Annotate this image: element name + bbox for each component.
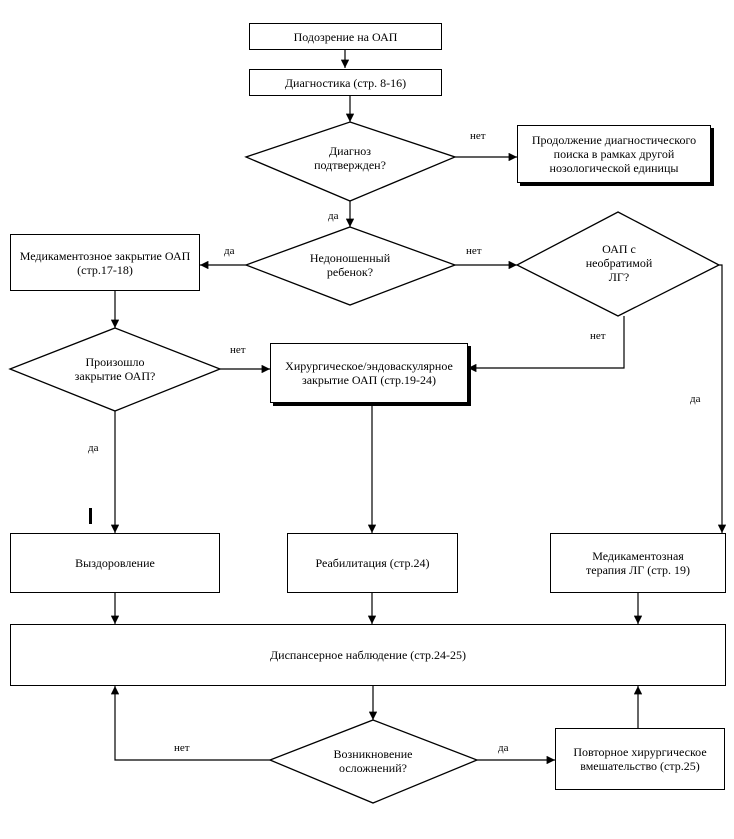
arrow-complications-dispensary — [110, 686, 270, 761]
label-no-closure: нет — [230, 344, 246, 356]
decision-irreversible-text: ОАП с необратимой ЛГ? — [585, 242, 653, 284]
label-yes-confirmed: да — [328, 210, 339, 222]
box-suspicion: Подозрение на ОАП — [249, 23, 442, 50]
box-surgical: Хирургическое/эндоваскулярное закрытие О… — [270, 343, 468, 403]
box-med-closure: Медикаментозное закрытие ОАП (стр.17-18) — [10, 234, 200, 291]
decision-confirmed-text: Диагноз подтвержден? — [314, 144, 386, 172]
label-no-premature: нет — [466, 245, 482, 257]
label-yes-closure: да — [88, 442, 99, 454]
decision-premature-text: Недоношенный ребенок? — [309, 251, 391, 279]
decision-irreversible-diamond — [515, 211, 721, 317]
arrow-irreversible-surgical — [468, 316, 625, 373]
box-rehab: Реабилитация (стр.24) — [287, 533, 458, 593]
box-repeat-surgery: Повторное хирургическое вмешательство (с… — [555, 728, 725, 790]
box-ph-therapy: Медикаментозная терапия ЛГ (стр. 19) — [550, 533, 726, 593]
box-recovery: Выздоровление — [10, 533, 220, 593]
text-cursor-mark — [89, 508, 92, 524]
decision-closure-text: Произошло закрытие ОАП? — [74, 355, 156, 383]
label-yes-complications: да — [498, 742, 509, 754]
decision-premature-diamond — [244, 226, 457, 306]
arrow-irreversible-phtherapy — [717, 264, 727, 533]
decision-complications-diamond — [268, 719, 479, 804]
label-yes-irreversible: да — [690, 393, 701, 405]
label-no-complications: нет — [174, 742, 190, 754]
label-no-irreversible: нет — [590, 330, 606, 342]
label-yes-premature: да — [224, 245, 235, 257]
decision-complications-text: Возникновение осложнений? — [333, 747, 413, 775]
label-no-confirmed: нет — [470, 130, 486, 142]
box-other-search: Продолжение диагностического поиска в ра… — [517, 125, 711, 183]
box-dispensary: Диспансерное наблюдение (стр.24-25) — [10, 624, 726, 686]
box-diagnostics: Диагностика (стр. 8-16) — [249, 69, 442, 96]
